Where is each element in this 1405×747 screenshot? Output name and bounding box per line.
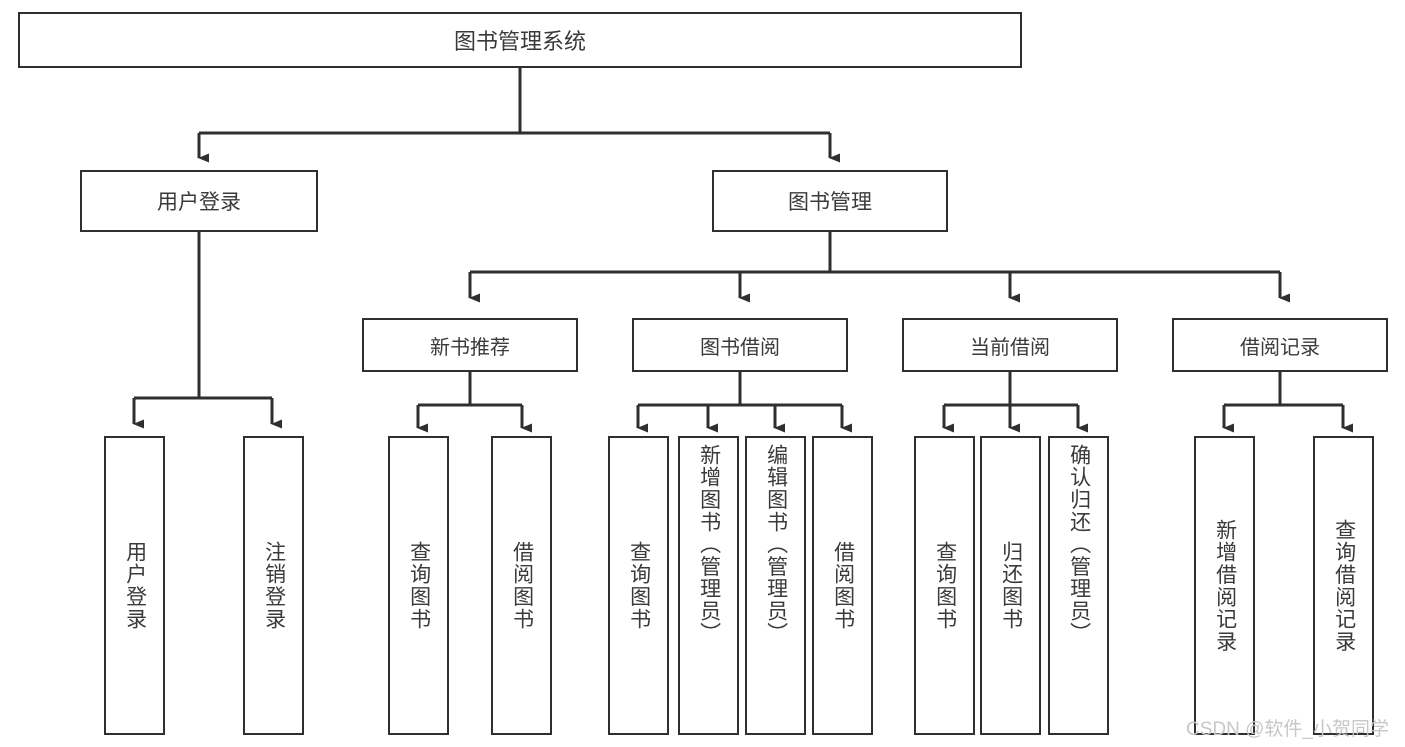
node-label: 借阅图书 xyxy=(831,540,855,631)
node-label: 借阅图书 xyxy=(510,540,534,631)
node-label: 编辑图书（管理员） xyxy=(764,444,788,645)
node-label: 借阅记录 xyxy=(1240,336,1320,359)
node-current-borrow[interactable]: 当前借阅 xyxy=(902,318,1118,372)
node-book-borrow[interactable]: 图书借阅 xyxy=(632,318,848,372)
leaf-query-book-current[interactable]: 查询图书 xyxy=(914,436,975,735)
node-label: 用户登录 xyxy=(157,191,241,214)
leaf-logout-login[interactable]: 注销登录 xyxy=(243,436,304,735)
node-label: 新书推荐 xyxy=(430,336,510,359)
node-label: 归还图书 xyxy=(999,540,1023,631)
node-label: 图书管理系统 xyxy=(453,29,586,54)
leaf-edit-book-admin[interactable]: 编辑图书（管理员） xyxy=(745,436,806,735)
node-label: 确认归还（管理员） xyxy=(1067,444,1091,645)
node-label: 图书借阅 xyxy=(700,336,780,359)
leaf-confirm-return-admin[interactable]: 确认归还（管理员） xyxy=(1048,436,1109,735)
csdn-watermark: CSDN @软件_小贺同学 xyxy=(1186,719,1389,740)
node-new-book-recommend[interactable]: 新书推荐 xyxy=(362,318,578,372)
node-label: 查询图书 xyxy=(407,540,431,631)
node-label: 用户登录 xyxy=(123,540,147,631)
node-book-management[interactable]: 图书管理 xyxy=(712,170,948,232)
node-label: 查询图书 xyxy=(627,540,651,631)
node-user-login[interactable]: 用户登录 xyxy=(80,170,318,232)
node-label: 查询借阅记录 xyxy=(1332,518,1356,653)
node-label: 查询图书 xyxy=(933,540,957,631)
node-root-system[interactable]: 图书管理系统 xyxy=(18,12,1022,68)
leaf-borrow-book-recommend[interactable]: 借阅图书 xyxy=(491,436,552,735)
leaf-query-borrow-record[interactable]: 查询借阅记录 xyxy=(1313,436,1374,735)
node-borrow-record[interactable]: 借阅记录 xyxy=(1172,318,1388,372)
node-label: 新增借阅记录 xyxy=(1213,518,1237,653)
node-label: 图书管理 xyxy=(788,191,872,214)
node-label: 注销登录 xyxy=(262,540,286,631)
leaf-query-book-borrow[interactable]: 查询图书 xyxy=(608,436,669,735)
leaf-query-book-recommend[interactable]: 查询图书 xyxy=(388,436,449,735)
leaf-add-borrow-record[interactable]: 新增借阅记录 xyxy=(1194,436,1255,735)
node-label: 新增图书（管理员） xyxy=(697,444,721,645)
leaf-borrow-book[interactable]: 借阅图书 xyxy=(812,436,873,735)
leaf-add-book-admin[interactable]: 新增图书（管理员） xyxy=(678,436,739,735)
node-label: 当前借阅 xyxy=(970,336,1050,359)
leaf-return-book[interactable]: 归还图书 xyxy=(980,436,1041,735)
leaf-user-login[interactable]: 用户登录 xyxy=(104,436,165,735)
